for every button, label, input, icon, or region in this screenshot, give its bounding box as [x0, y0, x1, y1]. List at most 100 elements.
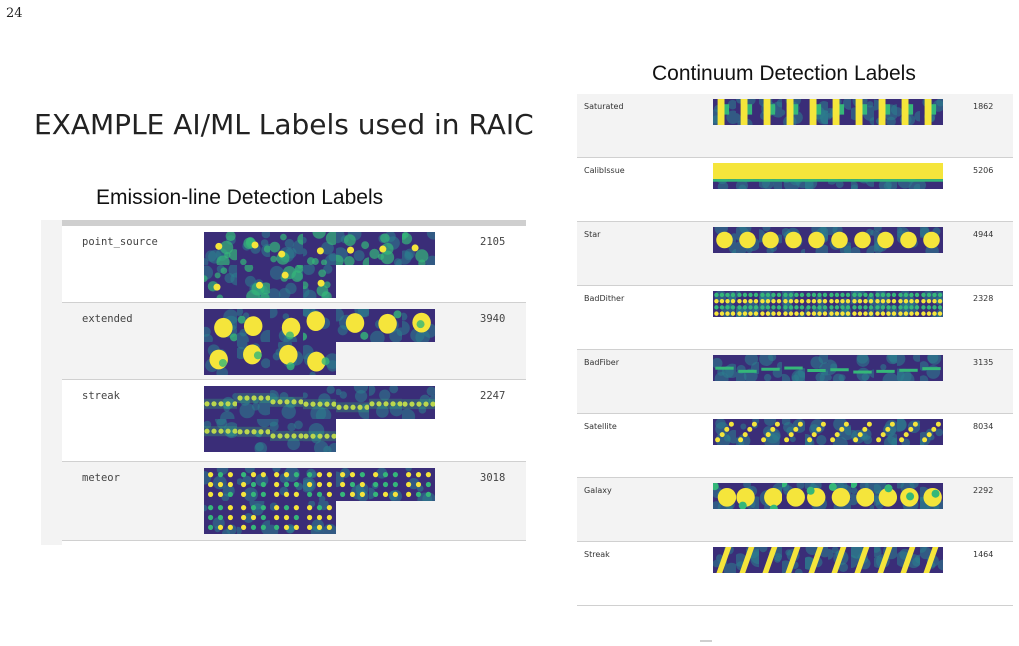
thumbnail-image	[897, 291, 920, 317]
thumbnail-image	[805, 99, 828, 125]
row-label: BadDither	[584, 294, 625, 303]
thumbnail-image	[713, 163, 736, 189]
row-label: streak	[82, 390, 120, 402]
thumbnail-image	[369, 468, 402, 501]
table-row[interactable]: point_source 2105	[62, 226, 526, 303]
row-count: 2292	[973, 486, 994, 495]
thumbnail-image	[303, 309, 336, 342]
table-row[interactable]: Streak 1464	[577, 542, 1013, 606]
table-row[interactable]: BadDither 2328	[577, 286, 1013, 350]
thumbnail-image	[759, 419, 782, 445]
thumbnail-image	[237, 468, 270, 501]
thumbnail-image	[237, 309, 270, 342]
thumbnail-image	[303, 342, 336, 375]
table-row[interactable]: streak 2247	[62, 380, 526, 462]
thumbnail-image	[736, 99, 759, 125]
thumbnail-image	[874, 355, 897, 381]
table-row[interactable]: Satellite 8034	[577, 414, 1013, 478]
thumbnail-image	[759, 355, 782, 381]
thumbnail-image	[237, 265, 270, 298]
thumbnail-image	[805, 355, 828, 381]
row-label: CalibIssue	[584, 166, 625, 175]
emission-panel-title: Emission-line Detection Labels	[96, 186, 384, 209]
thumbnail-image	[336, 468, 369, 501]
thumbnail-image	[851, 547, 874, 573]
table-row[interactable]: BadFiber 3135	[577, 350, 1013, 414]
row-count: 2105	[480, 236, 506, 248]
row-count: 1464	[973, 550, 994, 559]
thumbnail-image	[920, 547, 943, 573]
row-label: meteor	[82, 472, 120, 484]
thumbnail-image	[270, 501, 303, 534]
thumbnail-image	[897, 99, 920, 125]
thumbnail-image	[759, 99, 782, 125]
thumbnail-image	[736, 291, 759, 317]
thumbnail-image	[828, 547, 851, 573]
row-count: 3018	[480, 472, 506, 484]
thumbnail-image	[851, 419, 874, 445]
thumbnail-image	[369, 309, 402, 342]
table-row[interactable]: Saturated 1862	[577, 94, 1013, 158]
thumbnail-image	[828, 99, 851, 125]
thumbnail-image	[828, 227, 851, 253]
row-label: extended	[82, 313, 133, 325]
thumbnail-image	[270, 342, 303, 375]
thumbnail-image	[851, 163, 874, 189]
thumbnail-image	[897, 483, 920, 509]
thumbnail-image	[828, 419, 851, 445]
thumbnail-image	[874, 163, 897, 189]
thumbnail-image	[204, 232, 237, 265]
thumbnail-image	[759, 483, 782, 509]
row-count: 4944	[973, 230, 994, 239]
row-count: 3135	[973, 358, 994, 367]
row-label: Streak	[584, 550, 610, 559]
row-count: 2247	[480, 390, 506, 402]
thumbnail-image	[782, 99, 805, 125]
thumbnail-image	[851, 355, 874, 381]
table-row[interactable]: meteor 3018	[62, 462, 526, 541]
thumbnail-image	[336, 386, 369, 419]
thumbnail-image	[874, 99, 897, 125]
continuum-labels-panel: Saturated 1862 CalibIssue 5206 Star 4944…	[577, 94, 1013, 606]
panel-top-bar	[62, 220, 526, 226]
table-row[interactable]: Star 4944	[577, 222, 1013, 286]
thumbnail-image	[851, 99, 874, 125]
thumbnail-image	[782, 419, 805, 445]
row-count: 8034	[973, 422, 994, 431]
row-label: BadFiber	[584, 358, 619, 367]
thumbnail-image	[303, 419, 336, 452]
thumbnail-image	[369, 386, 402, 419]
thumbnail-image	[270, 309, 303, 342]
table-row[interactable]: CalibIssue 5206	[577, 158, 1013, 222]
thumbnail-image	[237, 419, 270, 452]
thumbnail-image	[897, 227, 920, 253]
thumbnail-image	[204, 468, 237, 501]
thumbnail-image	[736, 163, 759, 189]
thumbnail-image	[736, 547, 759, 573]
row-count: 3940	[480, 313, 506, 325]
thumbnail-image	[237, 342, 270, 375]
thumbnail-image	[369, 232, 402, 265]
thumbnail-image	[920, 419, 943, 445]
panel-side-bar	[41, 220, 62, 545]
row-count: 5206	[973, 166, 994, 175]
thumbnail-image	[736, 355, 759, 381]
thumbnail-image	[336, 309, 369, 342]
thumbnail-image	[759, 163, 782, 189]
thumbnail-image	[759, 547, 782, 573]
row-count: 1862	[973, 102, 994, 111]
thumbnail-image	[303, 468, 336, 501]
thumbnail-image	[874, 547, 897, 573]
table-row[interactable]: Galaxy 2292	[577, 478, 1013, 542]
thumbnail-image	[920, 355, 943, 381]
thumbnail-image	[237, 501, 270, 534]
thumbnail-image	[920, 291, 943, 317]
thumbnail-image	[402, 468, 435, 501]
thumbnail-image	[897, 419, 920, 445]
thumbnail-image	[713, 227, 736, 253]
thumbnail-image	[805, 227, 828, 253]
table-row[interactable]: extended 3940	[62, 303, 526, 380]
thumbnail-image	[237, 232, 270, 265]
thumbnail-image	[402, 232, 435, 265]
thumbnail-image	[270, 232, 303, 265]
